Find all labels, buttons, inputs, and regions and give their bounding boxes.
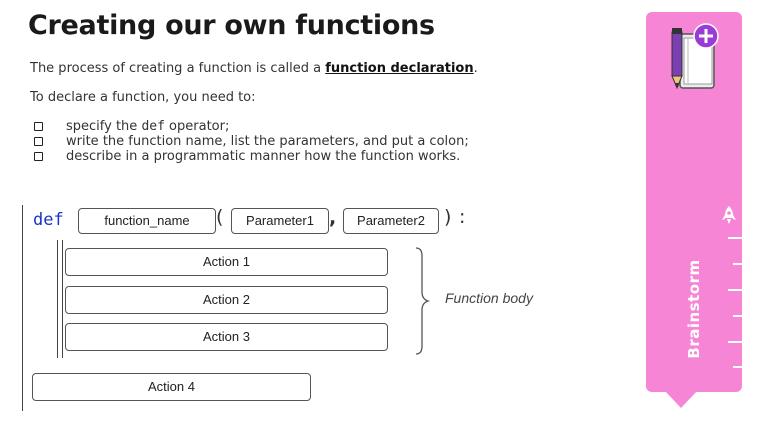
sidebar-tick xyxy=(728,341,743,343)
sidebar-tick xyxy=(733,315,743,317)
def-keyword: def xyxy=(33,210,64,230)
body-indent-line xyxy=(62,240,63,358)
bullet-text: specify the xyxy=(66,119,142,134)
comma: , xyxy=(329,207,337,229)
page-title: Creating our own functions xyxy=(28,10,435,41)
sidebar-pointer xyxy=(664,390,698,408)
function-name-box: function_name xyxy=(78,208,216,234)
parameter2-box: Parameter2 xyxy=(343,208,439,234)
action-1-box: Action 1 xyxy=(65,248,388,276)
list-item: write the function name, list the parame… xyxy=(34,134,469,149)
steps-list: specify the def operator; write the func… xyxy=(34,119,469,164)
list-item: describe in a programmatic manner how th… xyxy=(34,149,469,164)
checkbox-bullet-icon xyxy=(34,152,43,161)
sidebar-tick xyxy=(733,366,743,368)
intro-paragraph: The process of creating a function is ca… xyxy=(30,61,478,76)
function-body-label: Function body xyxy=(445,290,533,306)
intro-after: . xyxy=(473,61,478,76)
close-paren: ) xyxy=(444,206,452,228)
checkbox-bullet-icon xyxy=(34,137,43,146)
intro-before: The process of creating a function is ca… xyxy=(30,61,326,76)
declare-label: To declare a function, you need to: xyxy=(30,90,256,105)
colon: : xyxy=(459,206,466,228)
sidebar-tick xyxy=(728,237,743,239)
body-indent-line xyxy=(57,240,58,358)
checkbox-bullet-icon xyxy=(34,122,43,131)
brainstorm-label: Brainstorm xyxy=(685,259,703,359)
bullet-code: def xyxy=(141,119,165,134)
sidebar-rule xyxy=(742,230,744,385)
action-3-box: Action 3 xyxy=(65,323,388,351)
bullet-text: write the function name, list the parame… xyxy=(66,134,469,149)
bullet-text: describe in a programmatic manner how th… xyxy=(66,149,461,164)
parameter1-box: Parameter1 xyxy=(231,208,329,234)
notebook-pencil-plus-icon xyxy=(671,23,719,90)
intro-term: function declaration xyxy=(325,61,474,76)
list-item: specify the def operator; xyxy=(34,119,469,134)
open-paren: ( xyxy=(216,206,224,228)
sidebar-tick xyxy=(733,263,743,265)
outer-indent-line xyxy=(22,205,23,411)
sidebar-tick xyxy=(728,289,743,291)
rocket-icon xyxy=(722,206,736,224)
action-2-box: Action 2 xyxy=(65,286,388,314)
bullet-text: operator; xyxy=(164,119,230,134)
action-4-box: Action 4 xyxy=(32,373,311,401)
right-brace-icon xyxy=(415,247,431,355)
